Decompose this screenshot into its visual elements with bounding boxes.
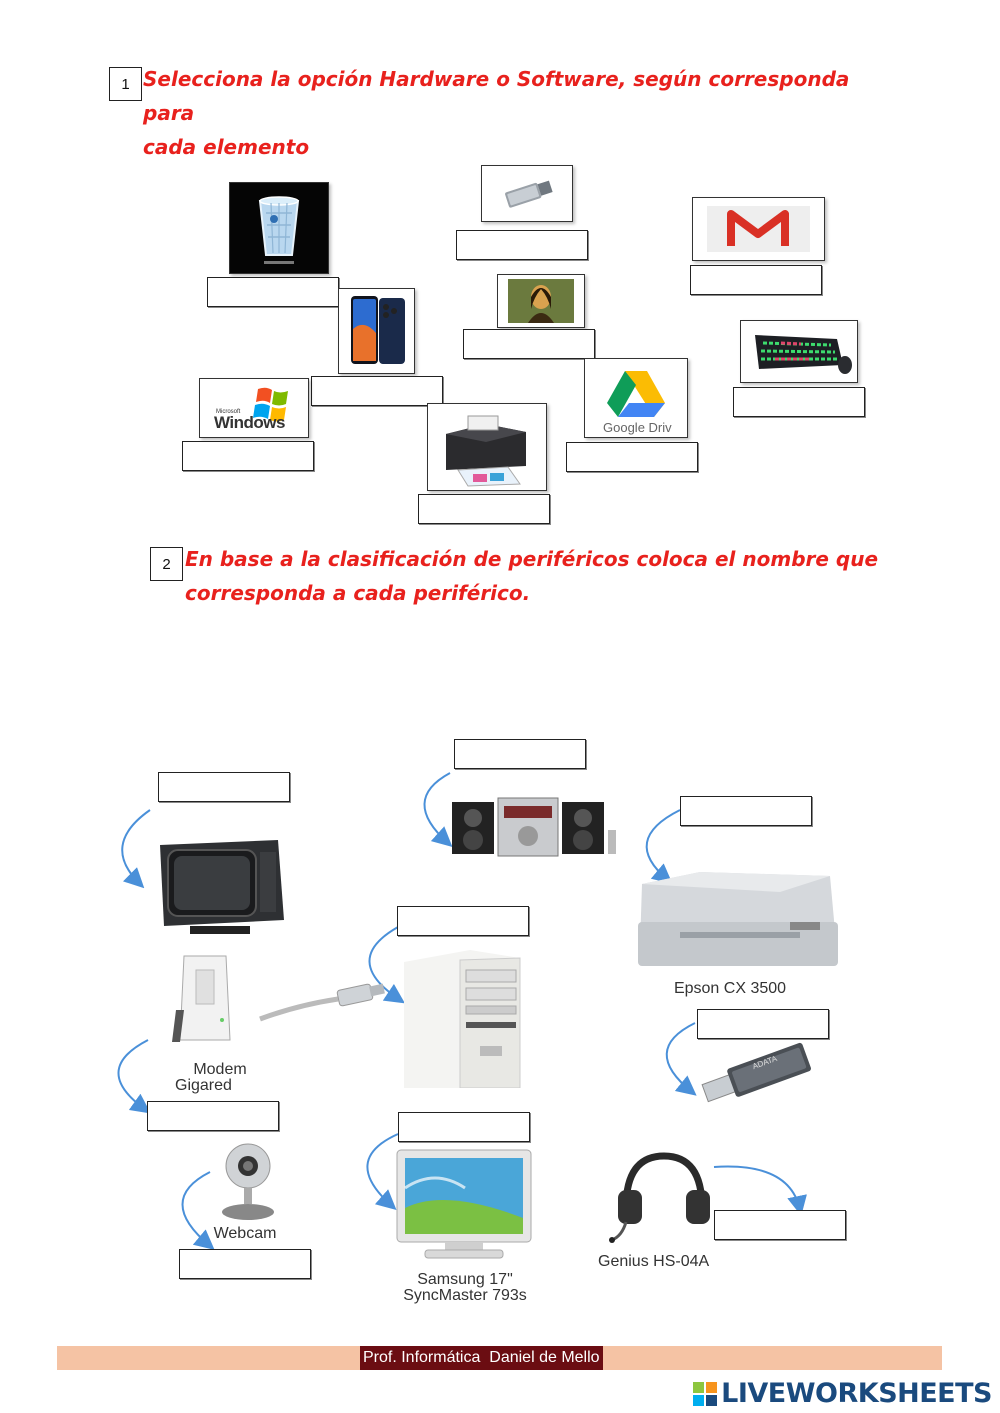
monitor-caption: Samsung 17" SyncMaster 793s bbox=[385, 1272, 545, 1304]
google-drive-text: Google Driv bbox=[603, 420, 672, 435]
answer-box-smartphone[interactable] bbox=[311, 376, 443, 406]
windows-logo-small-text: Microsoft bbox=[216, 409, 241, 415]
modem-caption-line2: Gigared bbox=[175, 1077, 232, 1094]
question-2-heading-line1: En base a la clasificación de periférico… bbox=[185, 547, 879, 571]
gmail-logo-image bbox=[692, 197, 825, 261]
answer-box-keyboard[interactable] bbox=[733, 387, 865, 417]
modem-image bbox=[170, 950, 240, 1050]
modem-icon bbox=[172, 955, 231, 1042]
headset-caption: Genius HS-04A bbox=[598, 1253, 710, 1270]
answer-box-pc-tower[interactable] bbox=[397, 906, 529, 936]
gmail-icon bbox=[707, 206, 810, 252]
footer-credit: Prof. Informática Daniel de Mello bbox=[360, 1346, 603, 1370]
smartphone-icon bbox=[339, 289, 414, 373]
answer-box-tv[interactable] bbox=[158, 772, 290, 802]
monitor-caption-line2: SyncMaster 793s bbox=[403, 1287, 527, 1304]
webcam-image bbox=[214, 1140, 278, 1224]
usb-drive-icon bbox=[482, 166, 572, 221]
answer-box-recycle-bin[interactable] bbox=[207, 277, 339, 307]
recycle-bin-image bbox=[229, 182, 329, 274]
keyboard-image bbox=[740, 320, 858, 383]
crt-monitor-icon bbox=[396, 1149, 532, 1259]
answer-box-webcam[interactable] bbox=[179, 1249, 311, 1279]
answer-box-usb-drive[interactable] bbox=[456, 230, 588, 260]
question-1-heading-line2: cada elemento bbox=[143, 135, 310, 159]
crt-tv-icon bbox=[160, 840, 284, 934]
epson-printer-image bbox=[630, 862, 845, 974]
arrow-pc-tower bbox=[368, 926, 405, 1004]
question-2-heading: En base a la clasificación de periférico… bbox=[185, 542, 885, 610]
keyboard-icon bbox=[741, 321, 857, 382]
crt-tv-image bbox=[150, 830, 290, 940]
liveworksheets-brand-text: LIVEWORKSHEETS bbox=[721, 1378, 992, 1409]
answer-box-mona-lisa[interactable] bbox=[463, 329, 595, 359]
epson-printer-caption: Epson CX 3500 bbox=[673, 980, 787, 997]
question-1-heading: Selecciona la opción Hardware o Software… bbox=[143, 62, 903, 164]
printer-icon bbox=[428, 404, 546, 490]
webcam-icon bbox=[222, 1143, 274, 1220]
usb-drive-image bbox=[481, 165, 573, 222]
answer-box-stereo[interactable] bbox=[454, 739, 586, 769]
smartphone-image bbox=[338, 288, 415, 374]
liveworksheets-brand[interactable]: LIVEWORKSHEETS bbox=[693, 1378, 992, 1409]
arrow-usb bbox=[665, 1022, 697, 1096]
windows-logo-icon bbox=[200, 379, 308, 437]
answer-box-headset[interactable] bbox=[714, 1210, 846, 1240]
modem-caption-line1: Modem bbox=[193, 1061, 247, 1078]
answer-box-printer[interactable] bbox=[418, 494, 550, 524]
windows-logo-image: Microsoft Windows bbox=[199, 378, 309, 438]
stereo-image bbox=[450, 796, 620, 860]
arrow-webcam bbox=[181, 1171, 215, 1250]
google-drive-image: Google Driv bbox=[584, 358, 688, 438]
webcam-caption: Webcam bbox=[213, 1225, 277, 1242]
answer-box-usb-flash-drive[interactable] bbox=[697, 1009, 829, 1039]
monitor-caption-line1: Samsung 17" bbox=[417, 1271, 513, 1288]
usb-flash-drive-icon bbox=[701, 1042, 811, 1103]
recycle-bin-icon bbox=[230, 183, 328, 273]
usb-flash-drive-image: ADATA bbox=[690, 1040, 820, 1110]
answer-box-gmail[interactable] bbox=[690, 265, 822, 295]
mona-lisa-icon bbox=[508, 279, 574, 323]
answer-box-epson-printer[interactable] bbox=[680, 796, 812, 826]
answer-box-windows[interactable] bbox=[182, 441, 314, 471]
question-number-1: 1 bbox=[109, 67, 142, 101]
arrow-stereo bbox=[423, 772, 453, 848]
answer-box-modem[interactable] bbox=[147, 1101, 279, 1131]
liveworksheets-logo-icon bbox=[693, 1381, 718, 1406]
modem-caption: Modem Gigared bbox=[165, 1062, 275, 1094]
arrow-tv bbox=[121, 809, 151, 889]
pc-tower-icon bbox=[404, 950, 521, 1089]
stereo-icon bbox=[452, 797, 616, 857]
answer-box-monitor[interactable] bbox=[398, 1112, 530, 1142]
headset-icon bbox=[609, 1152, 710, 1243]
arrow-printer bbox=[645, 809, 681, 884]
answer-box-google-drive[interactable] bbox=[566, 442, 698, 472]
arrow-modem bbox=[117, 1039, 151, 1114]
network-cable-icon bbox=[259, 983, 385, 1022]
headset-image bbox=[606, 1148, 716, 1248]
pc-tower-image bbox=[400, 946, 525, 1089]
google-drive-icon bbox=[607, 371, 665, 417]
arrow-monitor bbox=[366, 1133, 399, 1210]
printer-image bbox=[427, 403, 547, 491]
epson-printer-icon bbox=[638, 872, 838, 966]
mona-lisa-image bbox=[497, 274, 585, 328]
network-cable-image bbox=[258, 975, 398, 1025]
crt-monitor-image bbox=[395, 1148, 533, 1260]
arrow-headset bbox=[713, 1165, 807, 1216]
question-2-heading-line2: corresponda a cada periférico. bbox=[185, 581, 531, 605]
question-number-2: 2 bbox=[150, 547, 183, 581]
question-1-heading-line1: Selecciona la opción Hardware o Software… bbox=[143, 67, 850, 125]
windows-logo-text: Windows bbox=[214, 413, 285, 432]
